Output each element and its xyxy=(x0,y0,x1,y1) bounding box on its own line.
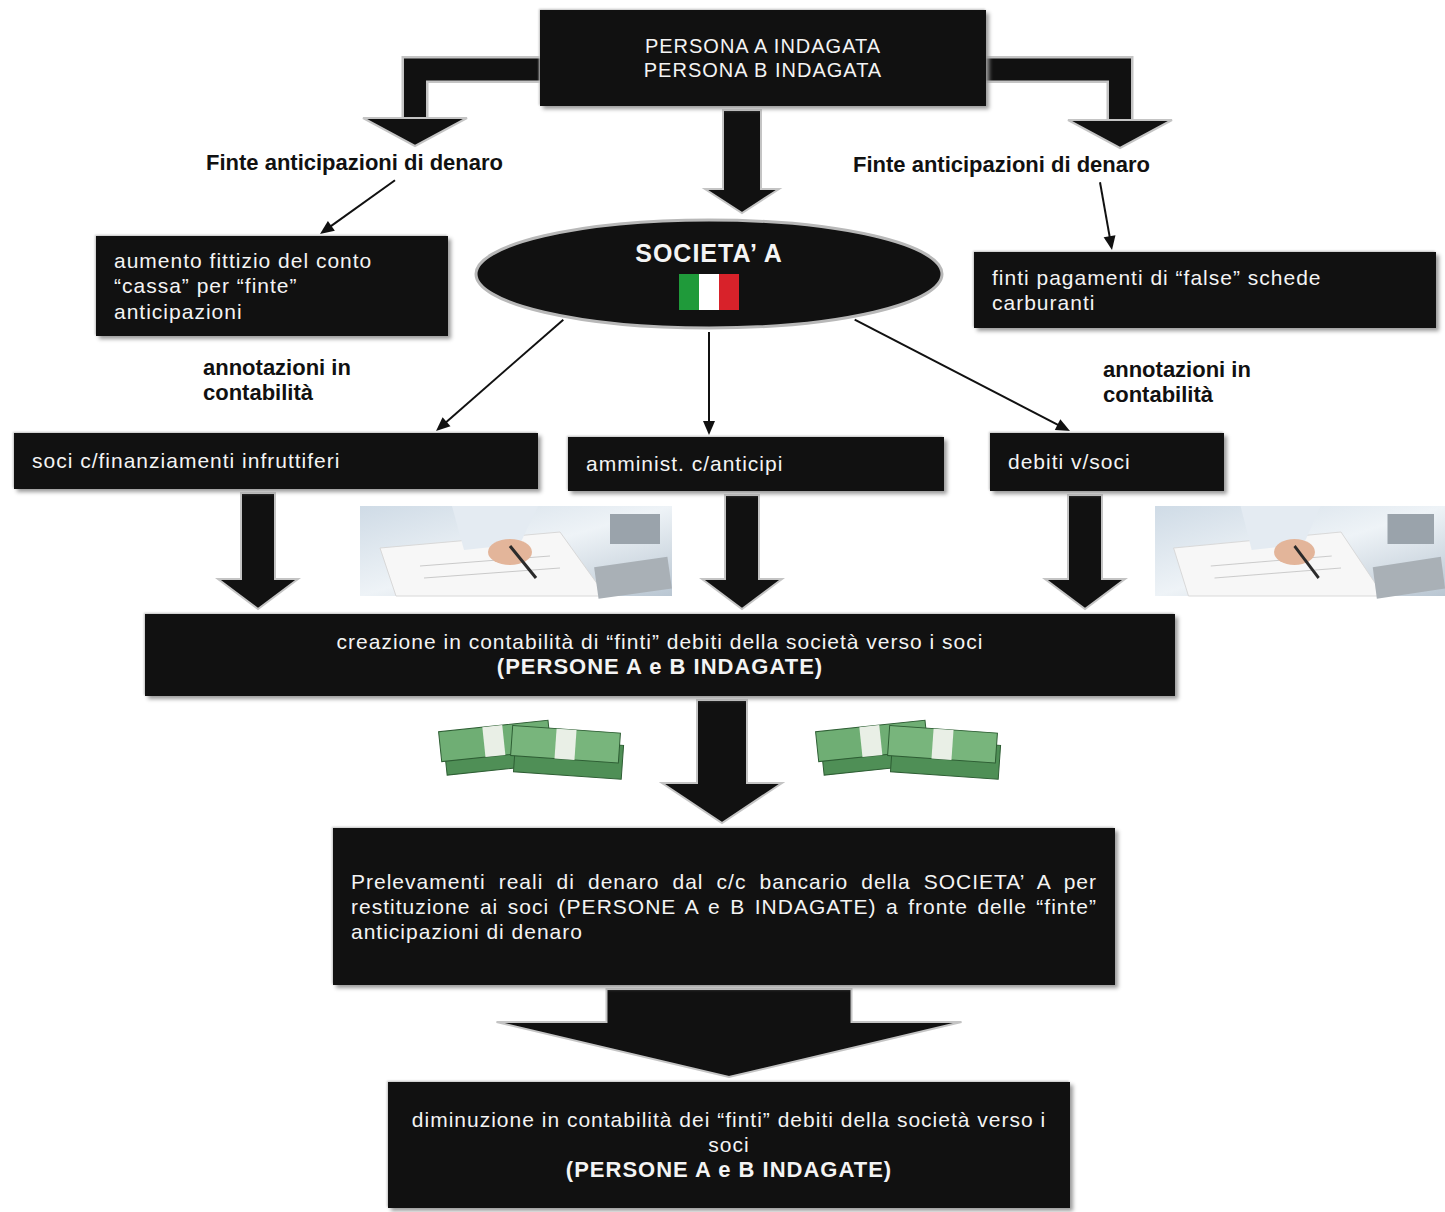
flow-arrow xyxy=(705,110,779,213)
node-text: PERSONA A INDAGATA PERSONA B INDAGATA xyxy=(613,34,913,82)
node-text: amminist. c/anticipi xyxy=(586,451,926,476)
account-box: soci c/finanziamenti infruttiferi xyxy=(14,433,538,489)
annotation-label: annotazioni in contabilità xyxy=(200,355,426,406)
node-text: soci c/finanziamenti infruttiferi xyxy=(32,448,520,473)
flow-arrow xyxy=(703,332,715,435)
flow-arrow xyxy=(702,495,782,609)
money-stack xyxy=(439,720,625,779)
flow-arrow xyxy=(218,493,298,609)
flow-arrow xyxy=(436,320,563,431)
node-text: diminuzione in contabilità dei “finti” d… xyxy=(406,1107,1052,1157)
office-photo xyxy=(360,506,672,599)
process-box: creazione in contabilità di “finti” debi… xyxy=(145,614,1175,696)
edge-label: Finte anticipazioni di denaro xyxy=(850,152,1153,177)
node-text: SOCIETA’ A xyxy=(635,238,783,268)
process-box: diminuzione in contabilità dei “finti” d… xyxy=(388,1082,1070,1208)
flow-arrow xyxy=(1045,495,1125,609)
flow-arrow xyxy=(497,989,962,1077)
node-text: finti pagamenti di “false” schede carbur… xyxy=(992,265,1418,315)
edge-label: Finte anticipazioni di denaro xyxy=(203,150,506,175)
account-box: amminist. c/anticipi xyxy=(568,437,944,491)
node-text: (PERSONE A e B INDAGATE) xyxy=(497,654,823,680)
node-text: Prelevamenti reali di denaro dal c/c ban… xyxy=(351,869,1097,945)
node-text: debiti v/soci xyxy=(1008,449,1206,474)
process-box: aumento fittizio del conto “cassa” per “… xyxy=(96,236,448,336)
process-box: Prelevamenti reali di denaro dal c/c ban… xyxy=(333,828,1115,985)
node-text: aumento fittizio del conto “cassa” per “… xyxy=(114,248,430,324)
node-text: creazione in contabilità di “finti” debi… xyxy=(337,629,984,654)
company-ellipse: SOCIETA’ A xyxy=(474,218,944,330)
node-text: (PERSONE A e B INDAGATE) xyxy=(566,1157,892,1183)
flow-arrow xyxy=(662,700,782,823)
flow-arrow xyxy=(855,320,1070,431)
office-photo xyxy=(1155,506,1445,599)
annotation-label: annotazioni in contabilità xyxy=(1100,357,1326,408)
italian-flag xyxy=(679,274,739,310)
money-stack xyxy=(816,720,1002,779)
suspects-box: PERSONA A INDAGATA PERSONA B INDAGATA xyxy=(540,10,986,106)
process-box: finti pagamenti di “false” schede carbur… xyxy=(974,252,1436,328)
account-box: debiti v/soci xyxy=(990,433,1224,491)
